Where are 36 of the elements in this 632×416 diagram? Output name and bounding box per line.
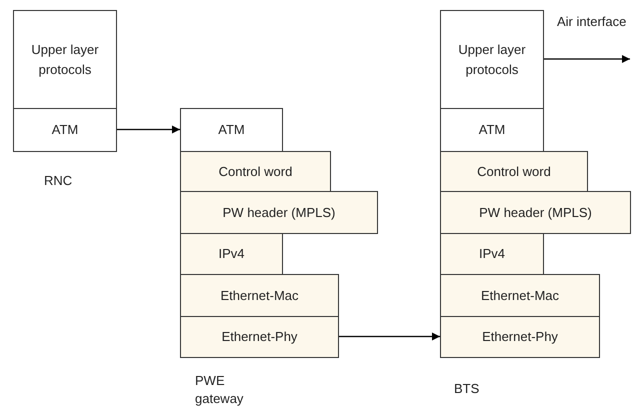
protocol-layer-box: [440, 191, 631, 234]
protocol-layer-box: [180, 274, 339, 317]
layer-label: Control word: [477, 162, 551, 180]
layer-label: Control word: [218, 162, 292, 180]
arrow: [116, 126, 180, 134]
layer-label: Ethernet-Phy: [222, 328, 298, 346]
protocol-layer-box: [180, 151, 331, 192]
layer-label: Ethernet-Mac: [220, 286, 299, 304]
protocol-layer-box: [180, 316, 339, 358]
layer-label: IPv4: [478, 245, 505, 263]
node-name: RNC: [44, 172, 74, 190]
protocol-layer-box: [440, 10, 544, 109]
node-name: BTS: [454, 380, 480, 398]
layer-label: Upper layer protocols: [30, 40, 100, 79]
layer-label: ATM: [478, 121, 506, 139]
protocol-layer-box: [13, 10, 117, 109]
layer-label: IPv4: [218, 245, 244, 263]
arrow: [338, 332, 440, 340]
node-name: PWE gateway: [195, 372, 244, 408]
layer-label: PW header (MPLS): [222, 204, 336, 222]
protocol-layer-box: [180, 233, 283, 275]
layer-label: Ethernet-Phy: [482, 328, 558, 346]
protocol-layer-box: [13, 108, 117, 152]
protocol-layer-box: [440, 233, 544, 275]
protocol-layer-box: [440, 151, 588, 192]
layer-label: Ethernet-Mac: [480, 286, 560, 304]
layer-label: Upper layer protocols: [457, 40, 527, 79]
protocol-layer-box: [440, 316, 600, 358]
layer-label: PW header (MPLS): [479, 204, 592, 222]
protocol-layer-box: [440, 108, 544, 152]
protocol-layer-box: [180, 191, 378, 234]
layer-label: ATM: [218, 121, 245, 139]
layer-label: ATM: [52, 121, 78, 139]
protocol-layer-box: [180, 108, 283, 152]
arrow: [543, 55, 630, 63]
protocol-layer-box: [440, 274, 600, 317]
